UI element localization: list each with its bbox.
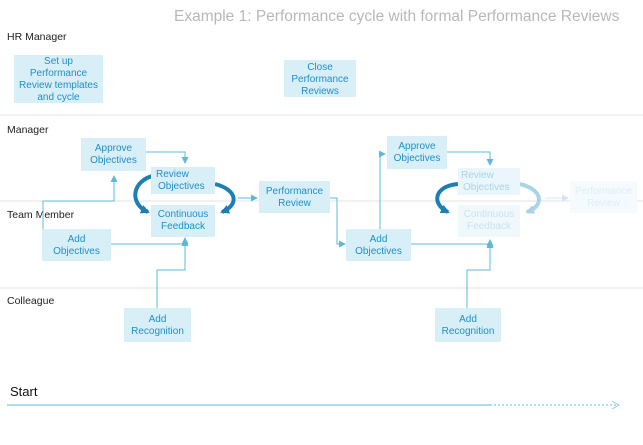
continuous-feedback-box: Continuous Feedback — [151, 205, 215, 237]
close-line-3: Reviews — [301, 86, 339, 97]
add-obj-line-1: Add — [68, 234, 86, 245]
feedback-line-2: Feedback — [161, 221, 206, 232]
perf-review-line-1: Performance — [266, 186, 324, 197]
performance-review-box-2: Performance Review — [570, 181, 637, 213]
arrow-review-to-add — [330, 197, 346, 248]
cycle-arrow-right-2 — [519, 182, 541, 214]
arrow-recognition2-to-feedback2 — [466, 241, 494, 308]
timeline-start-label: Start — [10, 384, 38, 399]
arrow-approve-to-review — [146, 151, 189, 164]
review-objectives-box-2: Review Objectives — [458, 168, 520, 195]
setup-line-2: Performance — [30, 68, 88, 79]
close-line-2: Performance — [291, 74, 349, 85]
feedback-line-1: Continuous — [158, 209, 209, 220]
lane-label-colleague: Colleague — [7, 295, 54, 307]
cycle-arrow-right — [214, 182, 236, 214]
arrow-approve2-to-review2 — [447, 151, 494, 166]
lane-label-team-member: Team Member — [7, 209, 75, 221]
cycle-arrow-left-2 — [435, 182, 459, 214]
arrow-add-to-approve — [42, 175, 118, 237]
add-objectives-box-2: Add Objectives — [346, 229, 411, 261]
cycle-arrow-left — [133, 173, 157, 214]
add-rec-line-2: Recognition — [131, 326, 184, 337]
add-rec2-line-1: Add — [459, 314, 477, 325]
arrow-add2-to-feedback2 — [411, 239, 494, 246]
add-recognition-box-2: Add Recognition — [435, 308, 501, 342]
close-line-1: Close — [307, 62, 333, 73]
setup-line-1: Set up — [44, 56, 73, 67]
add-obj2-line-1: Add — [370, 234, 388, 245]
review-line-2: Objectives — [158, 181, 205, 192]
approve-objectives-box: Approve Objectives — [81, 138, 146, 171]
approve2-line-1: Approve — [398, 141, 436, 152]
add-obj-line-2: Objectives — [53, 246, 100, 257]
lane-label-hr-manager: HR Manager — [7, 31, 67, 43]
feedback2-line-2: Feedback — [467, 221, 512, 232]
diagram-title: Example 1: Performance cycle with formal… — [174, 8, 620, 25]
close-reviews-box: Close Performance Reviews — [284, 60, 356, 97]
continuous-feedback-box-2: Continuous Feedback — [458, 205, 520, 237]
arrow-add-to-feedback — [111, 237, 189, 245]
setup-review-box: Set up Performance Review templates and … — [14, 55, 103, 103]
add-obj2-line-2: Objectives — [355, 246, 402, 257]
perf-review-line-2: Review — [278, 198, 312, 209]
approve-line-2: Objectives — [90, 155, 137, 166]
approve-objectives-box-2: Approve Objectives — [387, 136, 447, 169]
add-objectives-box: Add Objectives — [42, 229, 111, 261]
review-line-1: Review — [156, 169, 190, 180]
arrow-recognition-to-feedback — [156, 239, 189, 308]
setup-line-3: Review templates — [19, 80, 98, 91]
add-rec2-line-2: Recognition — [442, 326, 495, 337]
review2-line-2: Objectives — [463, 182, 510, 193]
lane-label-manager: Manager — [7, 124, 49, 136]
review-objectives-box: Review Objectives — [151, 167, 215, 194]
approve-line-1: Approve — [95, 143, 133, 154]
add-recognition-box: Add Recognition — [124, 308, 191, 342]
feedback2-line-1: Continuous — [464, 209, 515, 220]
timeline-arrow-head — [611, 400, 621, 410]
review2-line-1: Review — [461, 170, 495, 181]
perf-review2-line-1: Performance — [575, 186, 633, 197]
perf-review2-line-2: Review — [587, 198, 621, 209]
setup-line-4: and cycle — [37, 92, 80, 103]
add-rec-line-1: Add — [149, 314, 167, 325]
approve2-line-2: Objectives — [394, 153, 441, 164]
performance-review-box: Performance Review — [259, 181, 330, 213]
arrow-add2-to-approve2 — [379, 150, 386, 230]
